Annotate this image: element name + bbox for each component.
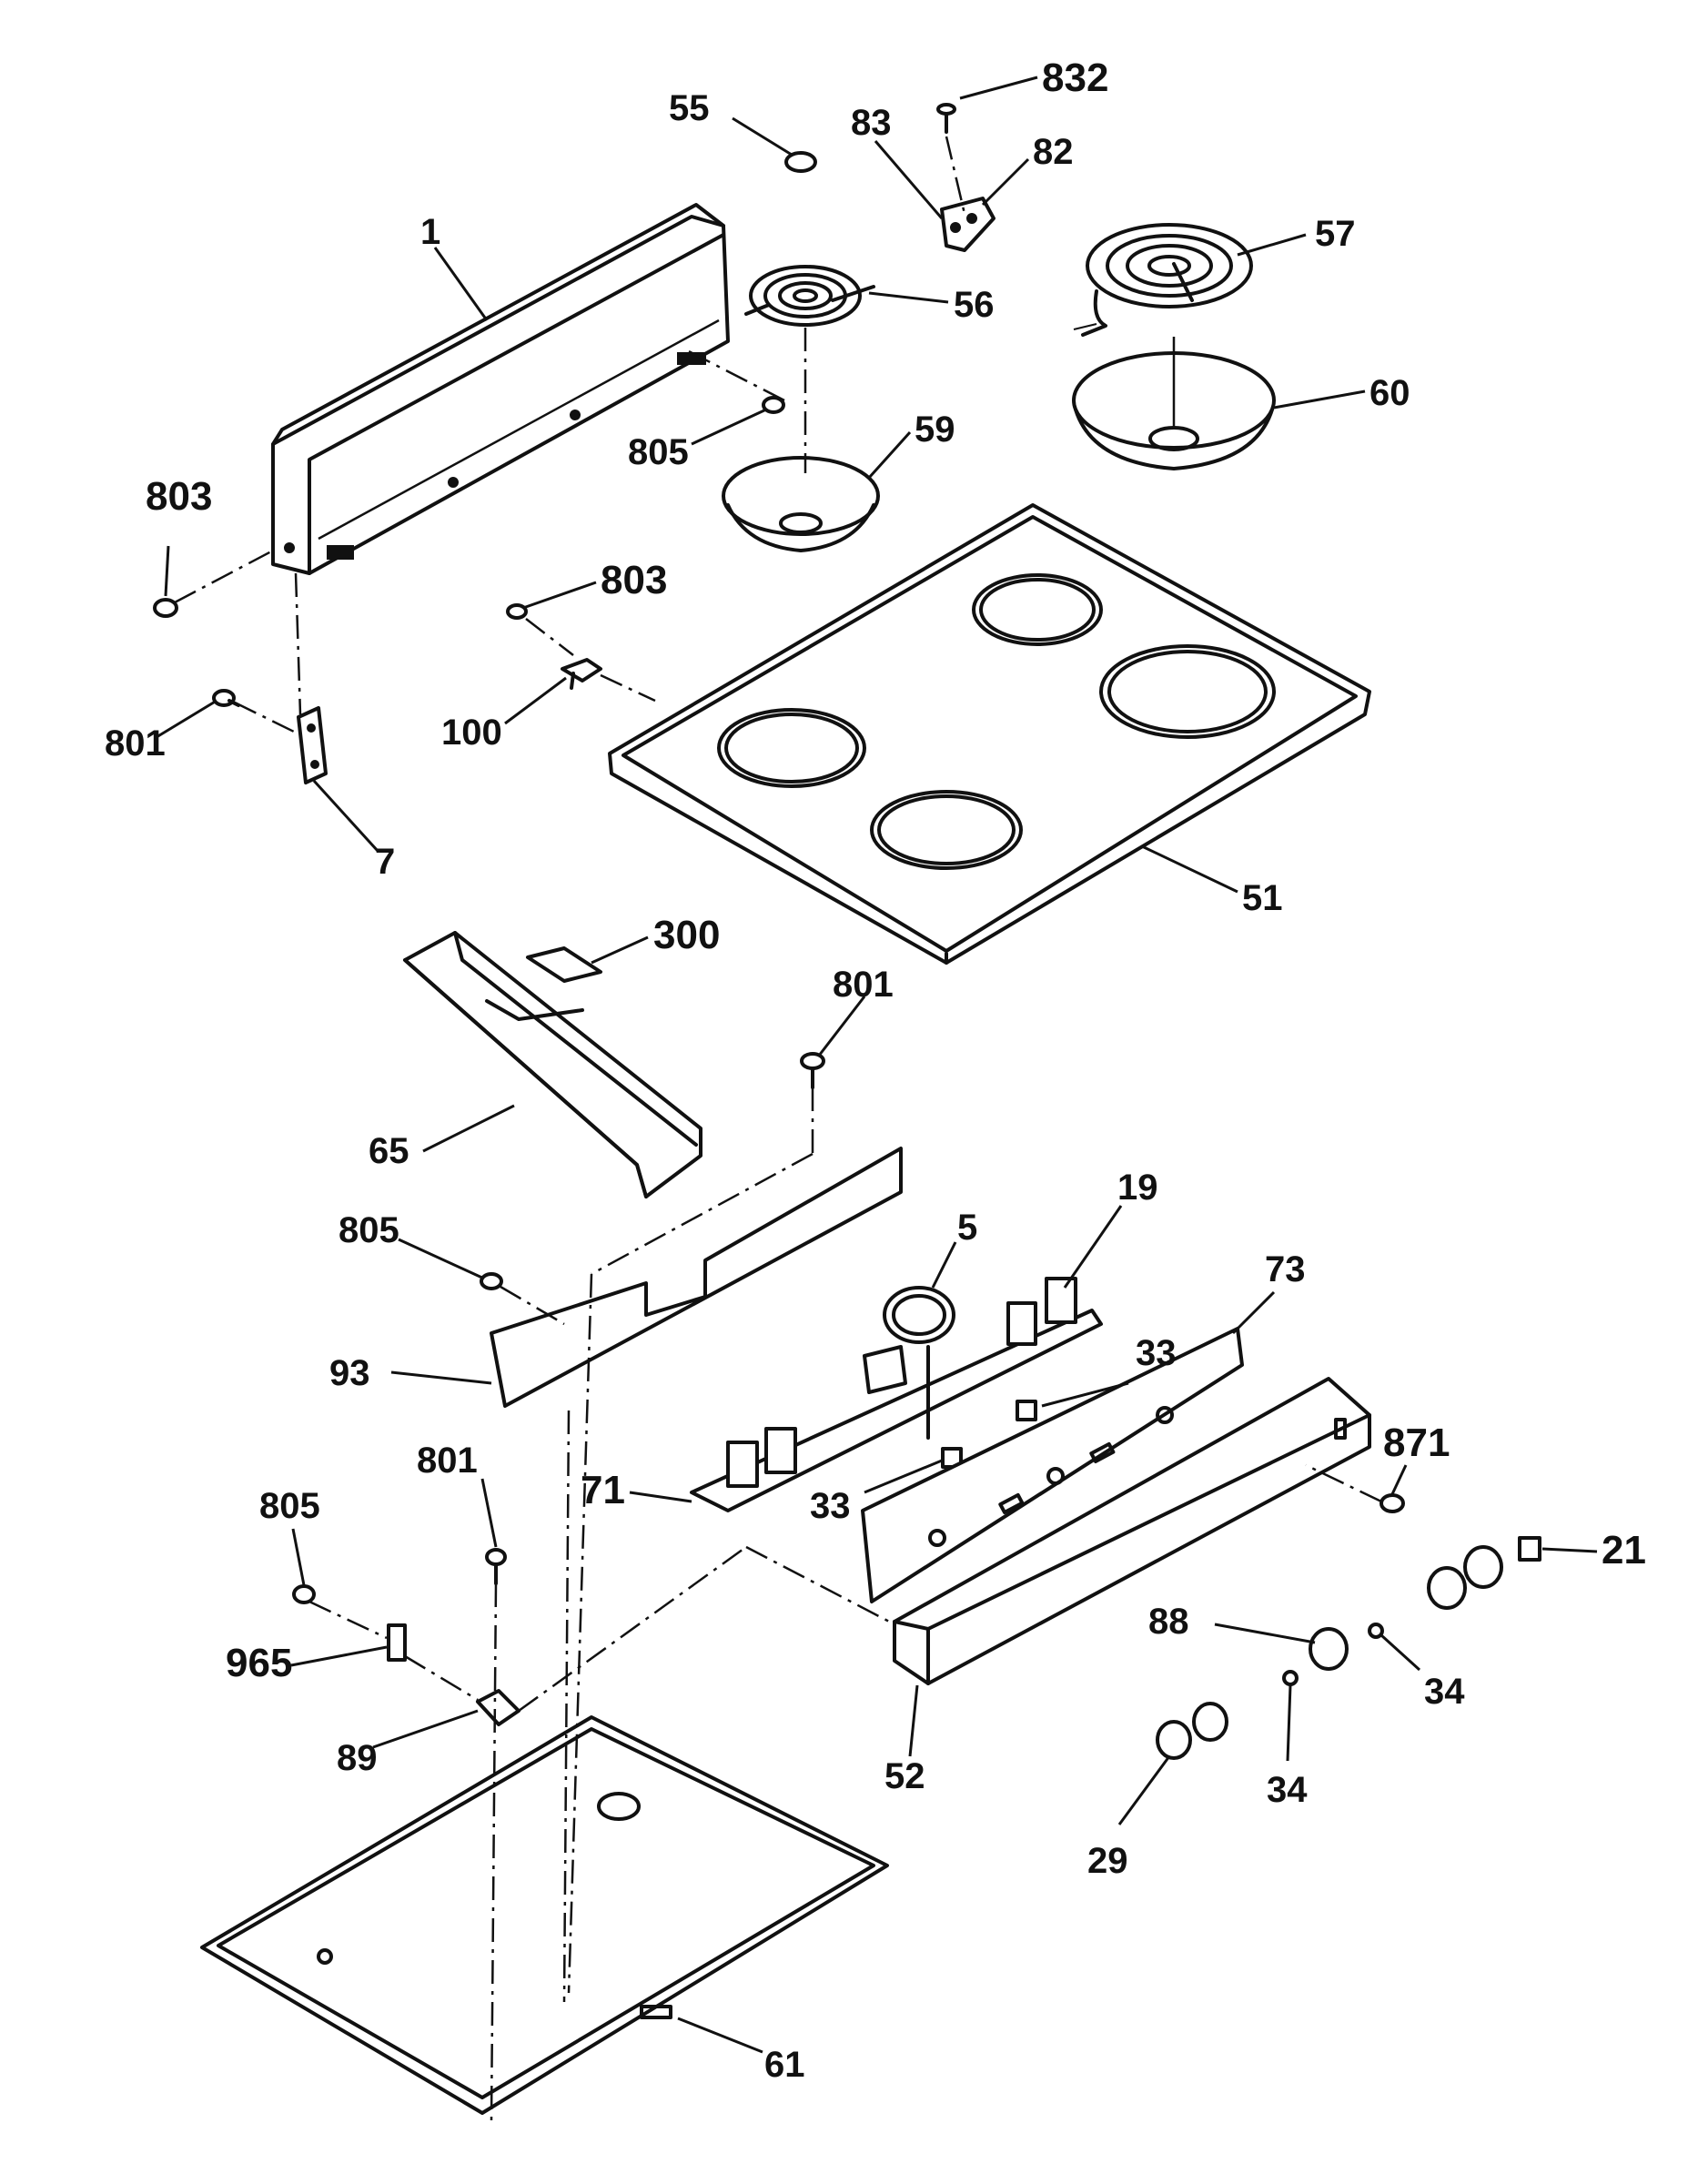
knob-extra-right — [1463, 1545, 1503, 1589]
switch-33-upper — [1016, 1400, 1037, 1421]
manifold-panel-52 — [893, 1377, 1371, 1685]
knob-29-right — [1192, 1702, 1228, 1742]
strip-300 — [526, 946, 602, 983]
terminal-block — [940, 197, 995, 252]
label-801-lower: 801 — [417, 1441, 478, 1481]
backsplash-part — [271, 203, 730, 575]
label-73: 73 — [1265, 1249, 1306, 1289]
label-801-mid: 801 — [833, 965, 894, 1005]
clip-100 — [561, 658, 602, 690]
screw-801-lower — [485, 1548, 507, 1585]
label-5: 5 — [957, 1208, 977, 1248]
label-832: 832 — [1042, 56, 1108, 100]
screw-803-mid — [506, 603, 528, 620]
screw-801-mid — [800, 1052, 825, 1089]
small-drip-pan — [722, 456, 880, 552]
knob-29-left — [1156, 1720, 1192, 1760]
bracket-7 — [297, 706, 328, 784]
label-55: 55 — [669, 88, 710, 128]
nut-34-upper — [1368, 1623, 1384, 1639]
label-82: 82 — [1033, 132, 1074, 172]
label-965: 965 — [226, 1641, 292, 1685]
label-29: 29 — [1087, 1841, 1128, 1881]
channel-65 — [403, 931, 702, 1198]
label-7: 7 — [375, 842, 395, 882]
part-labels: 1 55 832 83 82 56 57 60 59 805 803 803 1… — [105, 56, 1646, 2085]
knob-21 — [1518, 1536, 1541, 1562]
label-33-lower: 33 — [810, 1486, 851, 1526]
label-803-left: 803 — [146, 474, 212, 519]
assembly-lines — [174, 136, 1382, 2121]
label-60: 60 — [1369, 373, 1410, 413]
label-71: 71 — [581, 1468, 625, 1512]
label-57: 57 — [1315, 214, 1356, 254]
screw-805-top — [762, 396, 785, 414]
large-surface-element — [1073, 223, 1253, 337]
label-300: 300 — [653, 913, 720, 957]
small-surface-element — [744, 265, 875, 327]
nut-34-lower — [1282, 1670, 1299, 1686]
label-83: 83 — [851, 103, 892, 143]
label-65: 65 — [369, 1131, 409, 1171]
label-89: 89 — [337, 1738, 378, 1778]
cooktop-part — [608, 503, 1371, 965]
bracket-89 — [476, 1689, 520, 1726]
cap-part — [784, 151, 817, 173]
label-34-upper: 34 — [1424, 1672, 1465, 1712]
label-21: 21 — [1602, 1528, 1646, 1572]
screw-871 — [1380, 1493, 1405, 1513]
switch-board-71 — [690, 1277, 1103, 1512]
label-1: 1 — [420, 212, 440, 252]
label-871: 871 — [1383, 1421, 1450, 1465]
label-59: 59 — [915, 410, 955, 450]
leader-lines — [156, 76, 1598, 2054]
label-34-lower: 34 — [1267, 1770, 1308, 1810]
screw-803-left — [153, 598, 178, 618]
escutcheon-73 — [861, 1327, 1244, 1603]
large-drip-pan — [1072, 337, 1276, 470]
label-805-top: 805 — [628, 432, 689, 472]
label-56: 56 — [954, 285, 995, 325]
knob-88 — [1309, 1627, 1349, 1671]
label-801-left: 801 — [105, 723, 166, 763]
screw-832 — [936, 103, 956, 134]
label-51: 51 — [1242, 878, 1283, 918]
label-33-upper: 33 — [1136, 1333, 1177, 1373]
clip-965 — [387, 1623, 407, 1662]
label-805-lower: 805 — [259, 1486, 320, 1526]
bottom-panel-61 — [200, 1715, 889, 2115]
label-803-mid: 803 — [601, 558, 667, 602]
label-52: 52 — [884, 1756, 925, 1796]
label-88: 88 — [1148, 1602, 1189, 1642]
thermostat-5 — [863, 1286, 955, 1440]
screw-805-lower — [292, 1584, 316, 1604]
knob-extra-left — [1427, 1566, 1467, 1610]
label-100: 100 — [441, 713, 502, 753]
label-93: 93 — [329, 1353, 370, 1393]
label-805-mid: 805 — [339, 1210, 399, 1250]
label-61: 61 — [764, 2045, 805, 2085]
label-19: 19 — [1117, 1168, 1158, 1208]
panel-93 — [490, 1147, 903, 1408]
screw-805-mid — [480, 1272, 503, 1290]
